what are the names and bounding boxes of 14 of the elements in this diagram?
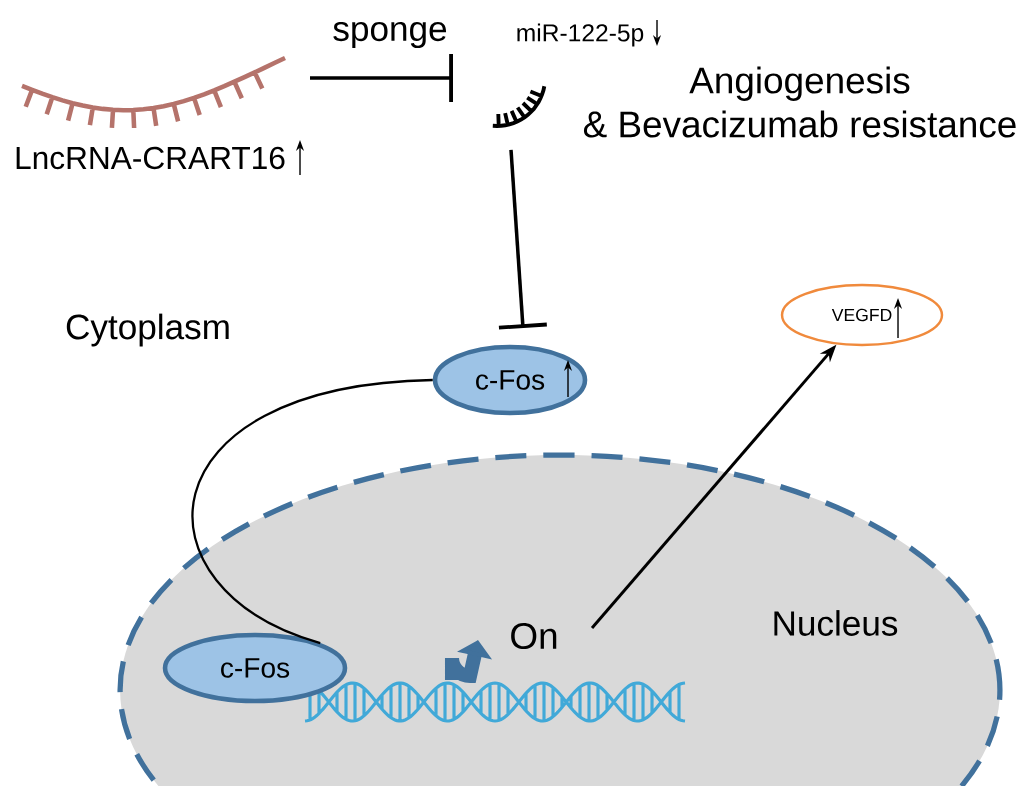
node-label: LncRNA-CRART16 [16,146,285,170]
inhibition-line [498,149,547,330]
annotation-text: Cytoplasm [66,313,229,347]
node-label: Nucleus [774,610,898,636]
node-label: miR-122-5p [517,23,644,47]
annotation-text: Angiogenesis & Bevacizumab resistance [583,66,1016,138]
node-label: c-Fos [476,370,545,390]
protein-ellipse [162,632,348,704]
connector-line [191,378,433,645]
node-label: On [511,622,557,650]
inhibition-line [310,54,453,102]
node-label: c-Fos [221,658,290,678]
node-label: VEGFD [831,308,892,322]
edge-label: sponge [330,20,450,50]
